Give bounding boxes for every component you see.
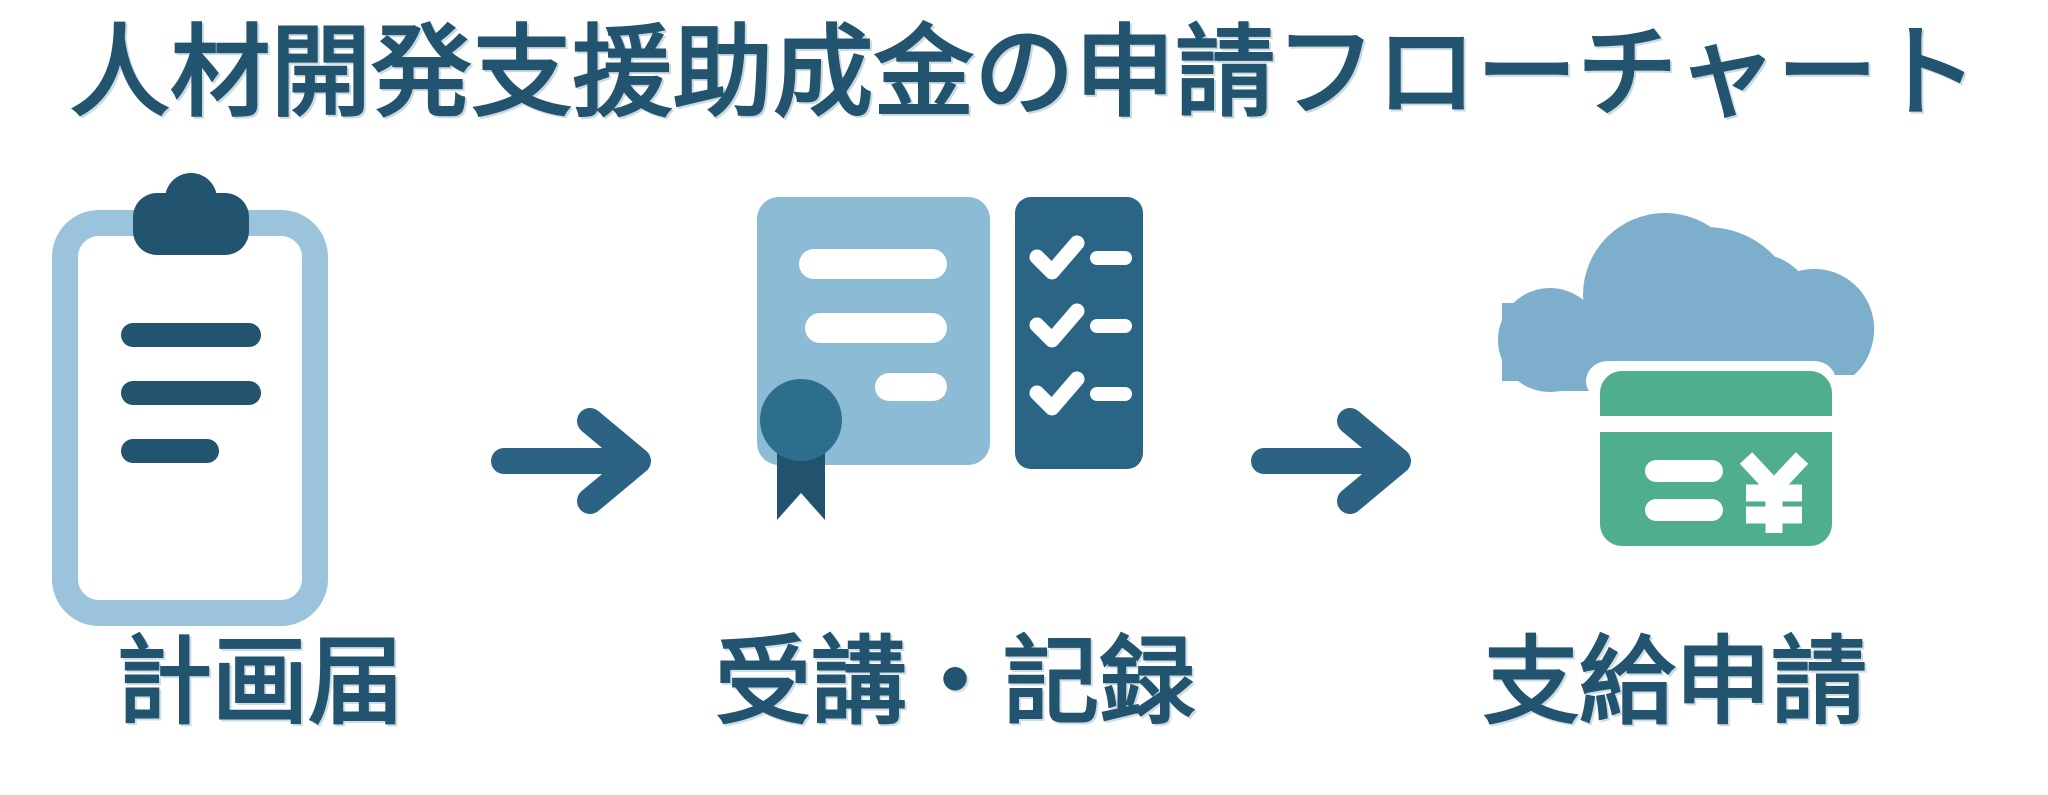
flow-arrow-2 [1250, 403, 1425, 518]
flow-step-plan: 計画届 [25, 173, 495, 795]
flow-step-label-plan: 計画届 [116, 629, 404, 736]
clipboard-board [52, 210, 328, 626]
checklist-line-3 [1090, 387, 1132, 401]
cloud-payment-icon [1440, 175, 1910, 625]
certificate-checklist-icon [715, 175, 1185, 625]
check-mark-1 [1029, 235, 1085, 280]
flow-arrow-1 [490, 403, 665, 518]
clipboard-icon [25, 173, 495, 626]
clipboard-line-1 [121, 323, 261, 347]
certificate-line-2 [805, 313, 947, 343]
card-line-2 [1645, 499, 1723, 521]
card-stripe [1600, 416, 1832, 432]
clipboard-clip [133, 173, 249, 255]
card-line-1 [1645, 460, 1723, 482]
page-title: 人材開発支援助成金の申請フローチャート [69, 17, 1979, 129]
flow-step-payment-request: 支給申請 [1440, 175, 1910, 795]
yen-symbol [1739, 452, 1809, 533]
certificate-seal [760, 379, 842, 461]
flow-row: 計画届 [0, 173, 2048, 795]
check-mark-3 [1029, 371, 1085, 416]
checklist-line-1 [1090, 251, 1132, 265]
certificate-line-3 [875, 373, 947, 401]
flow-step-label-attend-record: 受講・記録 [715, 629, 1195, 736]
flow-step-attend-record: 受講・記録 [715, 175, 1195, 795]
clipboard-line-3 [121, 439, 219, 463]
checklist-line-2 [1090, 319, 1132, 333]
certificate-line-1 [799, 249, 947, 279]
flow-step-label-payment-request: 支給申請 [1483, 629, 1867, 736]
check-mark-2 [1029, 303, 1085, 348]
clipboard-line-2 [121, 381, 261, 405]
